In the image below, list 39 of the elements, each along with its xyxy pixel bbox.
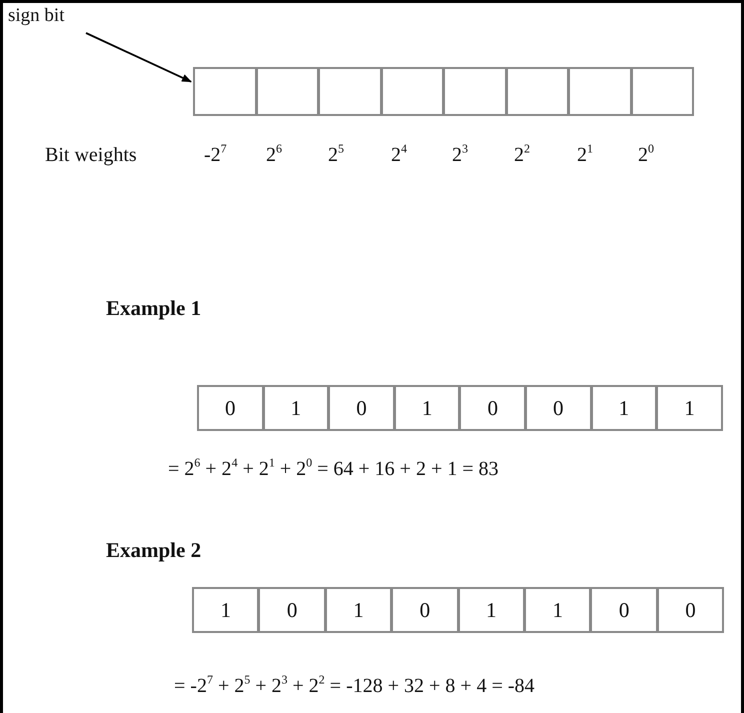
bit-cell: 0	[391, 587, 459, 633]
bit-weight: 2$^{3}$	[452, 144, 468, 167]
arrow	[86, 32, 192, 83]
bit-cell	[380, 67, 444, 116]
bit-cell: 0	[258, 587, 326, 633]
bit-cell: 0	[328, 385, 395, 431]
bit-cell: 1	[192, 587, 260, 633]
bit-weight: 2$^{5}$	[328, 144, 344, 167]
bit-cell: 0	[459, 385, 526, 431]
example-heading: Example 1	[106, 296, 202, 321]
bit-weight: 2$^{1}$	[577, 144, 593, 167]
bit-cell	[630, 67, 694, 116]
equation: = -2$^{7}$ + 2$^{5}$ + 2$^{3}$ + 2$^{2}$ = -128 + 32 + 8 + 4 = -84	[174, 675, 535, 698]
bit-cell: 1	[656, 385, 723, 431]
bit-cell: 0	[656, 587, 724, 633]
bit-cell: 0	[590, 587, 658, 633]
bit-cell: 1	[262, 385, 330, 431]
bit-weight: 2$^{0}$	[638, 144, 654, 167]
bit-cell: 1	[590, 385, 658, 431]
example-heading: Example 2	[106, 538, 202, 563]
bit-cell: 0	[197, 385, 264, 431]
bit-weight: 2$^{4}$	[391, 144, 407, 167]
bit-cell	[256, 67, 319, 116]
bit-weight: 2$^{2}$	[514, 144, 530, 167]
bit-cell: 1	[324, 587, 392, 633]
bit-cell	[443, 67, 506, 116]
bit-cell: 1	[394, 385, 460, 431]
bit-weight: 2$^{6}$	[266, 144, 282, 167]
bit-cell: 1	[458, 587, 525, 633]
bit-cell: 1	[524, 587, 592, 633]
row-label: Bit weights	[45, 144, 137, 167]
bit-weight: -2$^{7}$	[204, 144, 227, 167]
bit-cell: 0	[525, 385, 592, 431]
bit-cell	[506, 67, 569, 116]
bit-cell	[568, 67, 632, 116]
bit-cell	[193, 67, 256, 116]
annotation-text: sign bit	[8, 5, 64, 27]
equation: = 2$^{6}$ + 2$^{4}$ + 2$^{1}$ + 2$^{0}$ = 64 + 16 + 2 + 1 = 83	[168, 458, 499, 481]
bit-cell	[318, 67, 382, 116]
